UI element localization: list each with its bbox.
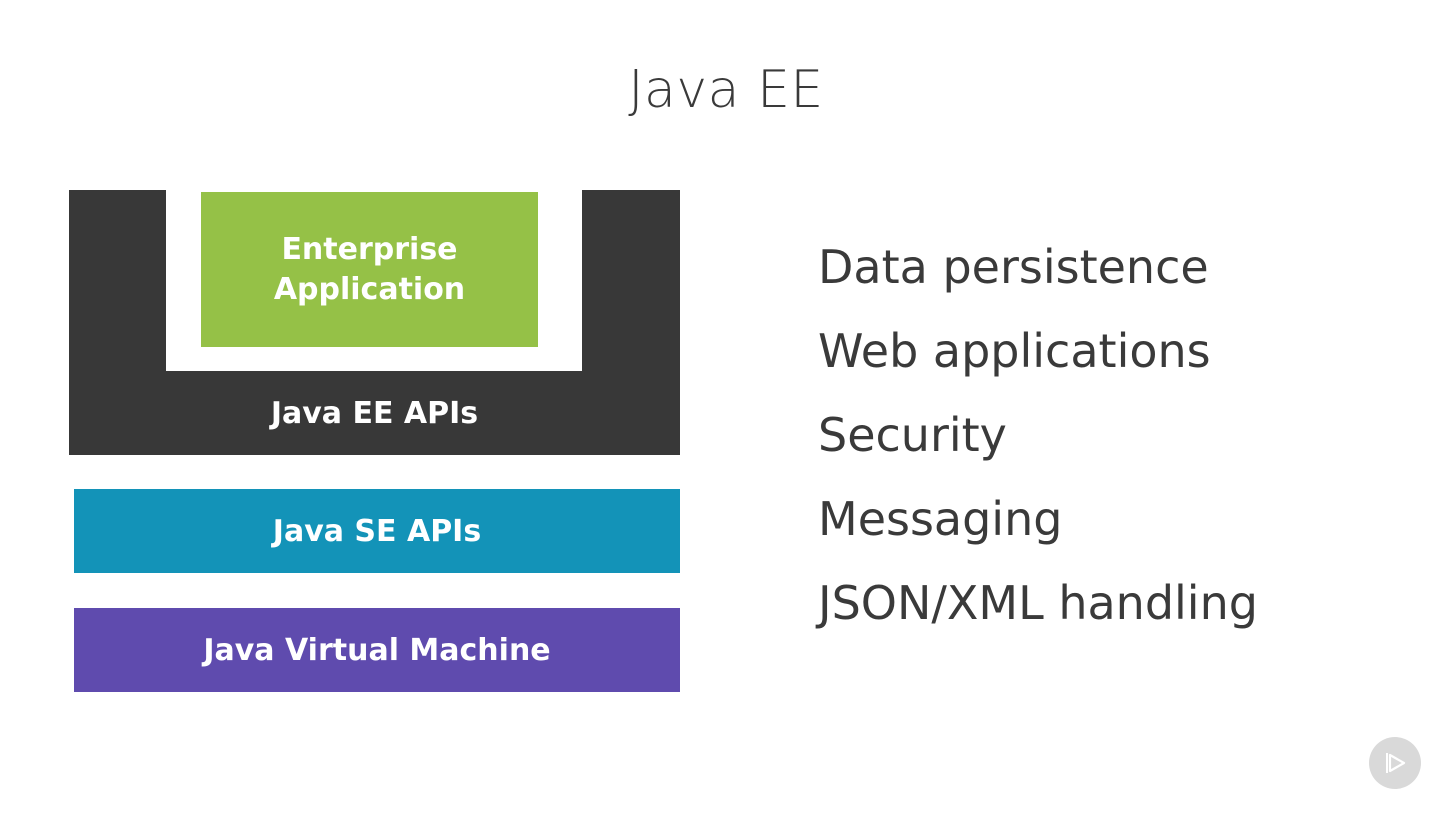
feature-item: Messaging [818,492,1063,546]
enterprise-application-line1: Enterprise [281,231,458,267]
play-logo-glyph [1386,753,1406,773]
java-virtual-machine-label: Java Virtual Machine [203,632,551,668]
java-ee-apis-label: Java EE APIs [270,395,479,431]
feature-item: Security [818,408,1007,462]
play-logo-icon [1369,737,1421,789]
java-se-apis-label: Java SE APIs [272,513,482,549]
feature-item: JSON/XML handling [818,576,1258,630]
feature-item: Data persistence [818,240,1209,294]
feature-item: Web applications [818,324,1211,378]
java-virtual-machine-block: Java Virtual Machine [74,608,680,692]
enterprise-application-block: Enterprise Application [201,192,538,347]
feature-list: Data persistence Web applications Securi… [818,236,1258,656]
java-se-apis-block: Java SE APIs [74,489,680,573]
slide-title: Java EE [628,60,824,120]
enterprise-application-line2: Application [273,271,466,307]
